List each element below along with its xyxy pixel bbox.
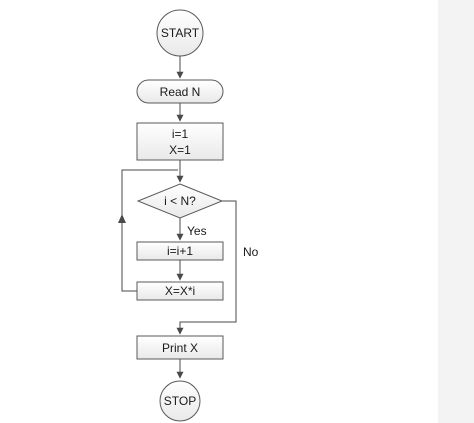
multiply-node: X=X*i	[136, 281, 224, 301]
stop-label: STOP	[164, 394, 196, 408]
multiply-label: X=X*i	[165, 284, 195, 298]
start-node: START	[156, 9, 204, 57]
print-node: Print X	[136, 335, 224, 360]
decision-label: i < N?	[164, 194, 196, 208]
yes-label: Yes	[187, 224, 207, 238]
print-label: Print X	[162, 341, 198, 355]
decision-node: i < N?	[136, 183, 224, 219]
edge-loop-back	[121, 169, 178, 292]
init-line-1: i=1	[172, 127, 189, 141]
no-label: No	[243, 245, 259, 259]
init-node: i=1 X=1	[136, 122, 224, 161]
stop-node: STOP	[159, 380, 201, 422]
read-n-node: Read N	[136, 79, 224, 104]
increment-node: i=i+1	[136, 241, 224, 261]
init-line-2: X=1	[169, 143, 191, 157]
loop-up-arrowhead	[118, 214, 126, 223]
read-n-label: Read N	[160, 85, 201, 99]
side-panel-strip	[438, 0, 474, 423]
increment-label: i=i+1	[167, 244, 193, 258]
start-label: START	[161, 26, 200, 40]
edge-no-branch	[176, 200, 237, 335]
